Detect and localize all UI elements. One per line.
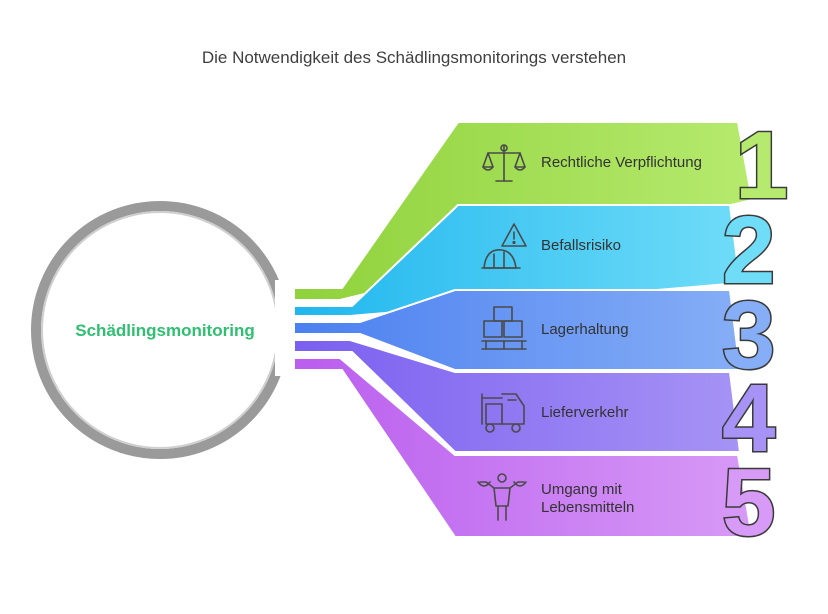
item-label-4: Lieferverkehr bbox=[541, 404, 629, 421]
item-label-1: Rechtliche Verpflichtung bbox=[541, 154, 702, 171]
item-label-2: Befallsrisiko bbox=[541, 237, 621, 254]
item-number-3: 3 bbox=[722, 282, 775, 389]
band-5 bbox=[282, 357, 754, 538]
boxes-icon bbox=[481, 306, 527, 350]
item-label-3: Lagerhaltung bbox=[541, 321, 629, 338]
truck-icon bbox=[481, 393, 525, 433]
item-number-2: 2 bbox=[722, 197, 775, 304]
labels-group: Rechtliche Verpflichtung Befallsrisiko L… bbox=[541, 154, 702, 516]
item-number-4: 4 bbox=[722, 365, 775, 472]
diagram-title: Die Notwendigkeit des Schädlingsmonitori… bbox=[201, 48, 627, 67]
warning-icon bbox=[481, 223, 527, 269]
numbers-group: 1 2 3 4 5 bbox=[721, 111, 790, 558]
scales-icon bbox=[482, 144, 526, 182]
center-node: Schädlingsmonitoring bbox=[31, 201, 295, 459]
band-3 bbox=[289, 289, 742, 371]
item-number-5: 5 bbox=[722, 449, 775, 556]
item-number-1: 1 bbox=[735, 112, 788, 219]
food-handling-icon bbox=[477, 473, 527, 521]
bands-group bbox=[282, 121, 754, 538]
band-4 bbox=[286, 339, 742, 453]
item-label-5: Umgang mit Lebensmitteln bbox=[541, 481, 634, 516]
center-label: Schädlingsmonitoring bbox=[75, 321, 254, 340]
center-gap bbox=[275, 280, 295, 376]
